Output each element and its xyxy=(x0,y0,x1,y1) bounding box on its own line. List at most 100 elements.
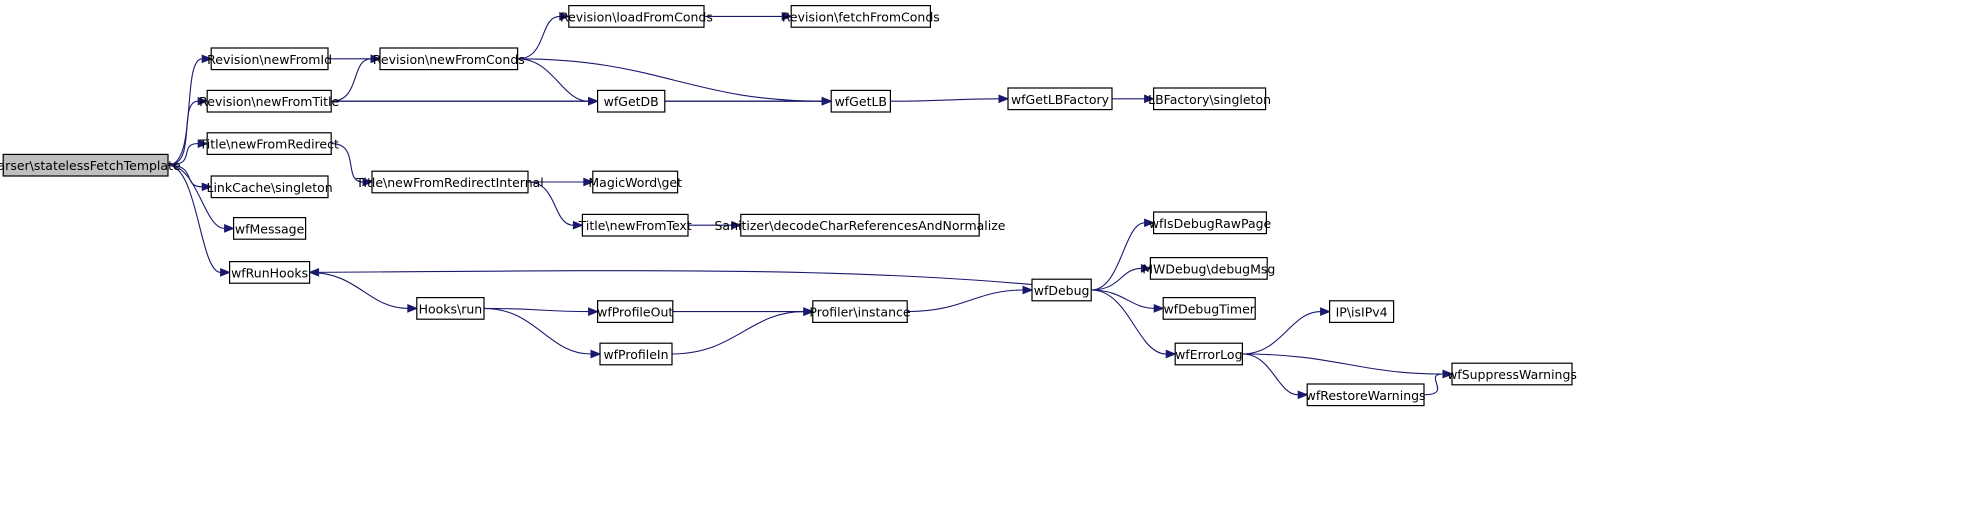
node-hooks_run[interactable]: Hooks\run xyxy=(416,297,485,320)
node-wfDebug[interactable]: wfDebug xyxy=(1031,278,1092,302)
node-box xyxy=(568,4,705,28)
edge-rev_newFromConds-to-wfGetDB xyxy=(517,58,599,106)
node-wfRestoreWarnings[interactable]: wfRestoreWarnings xyxy=(1306,383,1426,407)
node-linkcache_singleton[interactable]: LinkCache\singleton xyxy=(207,175,333,199)
edge-line xyxy=(309,270,1033,286)
edge-hooks_run-to-wfProfileIn xyxy=(483,307,602,359)
edge-title_newFromRedirectInternal-to-title_newFromText xyxy=(527,181,584,230)
node-label: wfRestoreWarnings xyxy=(1306,388,1426,403)
edge-wfRunHooks-to-hooks_run xyxy=(309,271,419,313)
edge-wfGetDB-to-wfGetLB xyxy=(664,96,833,106)
node-label: Profiler\instance xyxy=(809,305,910,320)
edge-line xyxy=(527,181,574,226)
edge-line xyxy=(167,58,203,166)
node-box xyxy=(812,300,908,323)
node-label: Title\newFromRedirectInternal xyxy=(355,175,544,190)
node-magicword_get[interactable]: MagicWord\get xyxy=(588,170,682,194)
node-rev_newFromTitle[interactable]: Revision\newFromTitle xyxy=(199,89,340,113)
node-label: Revision\newFromId xyxy=(207,52,332,67)
edge-wfDebug-to-mwdebug_debugMsg xyxy=(1091,264,1152,291)
node-label: wfMessage xyxy=(235,221,305,236)
node-wfMessage[interactable]: wfMessage xyxy=(233,217,307,240)
node-wfGetLBFactory[interactable]: wfGetLBFactory xyxy=(1007,87,1113,111)
edge-line xyxy=(517,58,823,102)
edge-title_newFromText-to-sanitizer xyxy=(688,220,743,230)
node-label: wfGetLB xyxy=(835,94,887,109)
edge-line xyxy=(167,164,225,229)
node-sanitizer[interactable]: Sanitizer\decodeCharReferencesAndNormali… xyxy=(714,213,1006,237)
edge-line xyxy=(1242,353,1299,396)
edge-arrowhead xyxy=(572,220,584,230)
node-box xyxy=(581,213,689,237)
node-profiler_instance[interactable]: Profiler\instance xyxy=(809,300,911,323)
edge-line xyxy=(167,164,221,273)
node-label: MagicWord\get xyxy=(588,175,682,190)
edge-line xyxy=(1242,353,1444,375)
node-label: Revision\fetchFromConds xyxy=(782,9,940,24)
edge-line xyxy=(309,271,408,309)
node-wfProfileOut[interactable]: wfProfileOut xyxy=(596,300,674,323)
edge-parser-to-title_newFromRedirect xyxy=(167,139,209,166)
edge-arrowhead xyxy=(1442,369,1454,379)
node-box xyxy=(210,47,329,71)
edge-parser-to-linkcache_singleton xyxy=(167,164,213,192)
edge-wfDebug-to-wfRunHooks xyxy=(308,267,1033,286)
node-wfDebugTimer[interactable]: wfDebugTimer xyxy=(1162,297,1256,320)
node-box xyxy=(379,47,519,71)
node-wfSuppressWarnings[interactable]: wfSuppressWarnings xyxy=(1447,362,1577,386)
node-title_newFromRedirectInternal[interactable]: Title\newFromRedirectInternal xyxy=(355,170,544,194)
edge-arrowhead xyxy=(224,224,235,233)
node-wfIsDebugRawPage[interactable]: wfIsDebugRawPage xyxy=(1149,211,1272,235)
edge-wfGetLB-to-wfGetLBFactory xyxy=(890,94,1010,104)
node-title_newFromText[interactable]: Title\newFromText xyxy=(578,213,692,237)
edge-arrowhead xyxy=(821,96,833,106)
node-box xyxy=(233,217,307,240)
node-mwdebug_debugMsg[interactable]: MWDebug\debugMsg xyxy=(1142,257,1275,280)
edge-line xyxy=(331,143,364,183)
node-box xyxy=(416,297,485,320)
node-ip_isIPv4[interactable]: IP\isIPv4 xyxy=(1328,300,1395,323)
edge-arrowhead xyxy=(1140,264,1152,273)
edge-arrowhead xyxy=(803,307,815,316)
edge-arrowhead xyxy=(588,307,599,316)
node-parser[interactable]: Parser\statelessFetchTemplate xyxy=(0,153,181,177)
node-lbfactory_singleton[interactable]: LBFactory\singleton xyxy=(1148,87,1271,111)
node-box xyxy=(596,300,674,323)
edge-arrowhead xyxy=(1022,285,1034,295)
node-wfErrorLog[interactable]: wfErrorLog xyxy=(1174,342,1243,366)
edge-line xyxy=(1091,289,1167,355)
edge-line xyxy=(890,98,1000,102)
edge-parser-to-rev_newFromTitle xyxy=(167,96,209,166)
node-label: wfDebugTimer xyxy=(1163,301,1255,316)
edge-arrowhead xyxy=(1144,218,1155,228)
node-box xyxy=(210,175,329,199)
node-rev_newFromConds[interactable]: Revision\newFromConds xyxy=(373,47,525,71)
edge-arrowhead xyxy=(201,54,213,64)
node-wfGetDB[interactable]: wfGetDB xyxy=(596,89,666,113)
node-wfProfileIn[interactable]: wfProfileIn xyxy=(599,342,673,366)
node-label: wfSuppressWarnings xyxy=(1447,367,1577,382)
edge-parser-to-wfMessage xyxy=(167,164,235,233)
node-rev_loadFromConds[interactable]: Revision\loadFromConds xyxy=(560,4,713,28)
edge-arrowhead xyxy=(220,268,231,277)
node-box xyxy=(1451,362,1573,386)
edge-rev_newFromConds-to-rev_loadFromConds xyxy=(517,12,571,60)
edge-line xyxy=(1242,311,1321,355)
node-box xyxy=(2,153,169,177)
edge-line xyxy=(907,289,1024,313)
node-wfGetLB[interactable]: wfGetLB xyxy=(830,89,892,113)
edge-arrowhead xyxy=(1320,307,1331,316)
node-box xyxy=(790,4,932,28)
edge-profiler_instance-to-wfDebug xyxy=(907,285,1034,313)
node-box xyxy=(1152,211,1267,235)
node-wfRunHooks[interactable]: wfRunHooks xyxy=(229,261,311,284)
node-box xyxy=(592,170,679,194)
node-rev_newFromId[interactable]: Revision\newFromId xyxy=(207,47,332,71)
node-box xyxy=(1031,278,1092,302)
node-rev_fetchFromConds[interactable]: Revision\fetchFromConds xyxy=(782,4,940,28)
node-title_newFromRedirect[interactable]: Title\newFromRedirect xyxy=(199,132,339,156)
edge-rev_loadFromConds-to-rev_fetchFromConds xyxy=(704,12,793,21)
edge-line xyxy=(1091,222,1145,291)
edge-arrowhead xyxy=(559,12,571,21)
